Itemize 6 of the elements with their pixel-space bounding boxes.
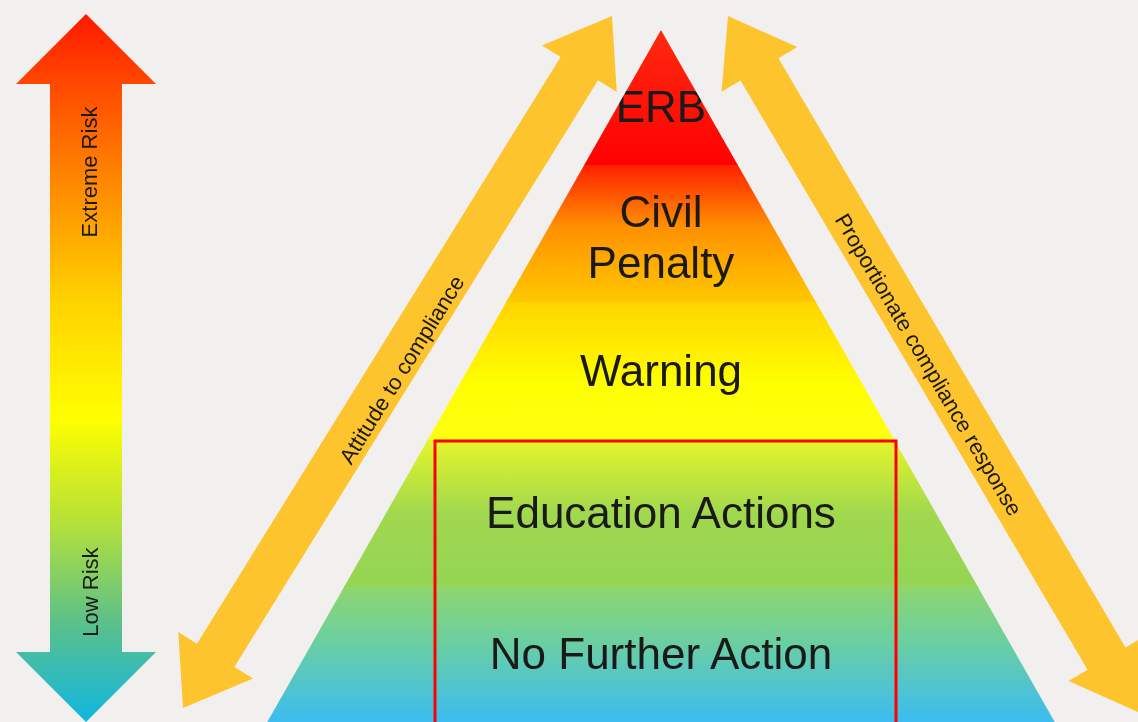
tier-label: Education Actions (485, 488, 837, 539)
tier-label: Civil Penalty (586, 186, 736, 289)
tier-label: No Further Action (488, 629, 834, 680)
arrow-label: Extreme Risk (78, 106, 101, 238)
tier-label: Warning (578, 345, 744, 397)
arrow-label: Low Risk (79, 547, 102, 637)
